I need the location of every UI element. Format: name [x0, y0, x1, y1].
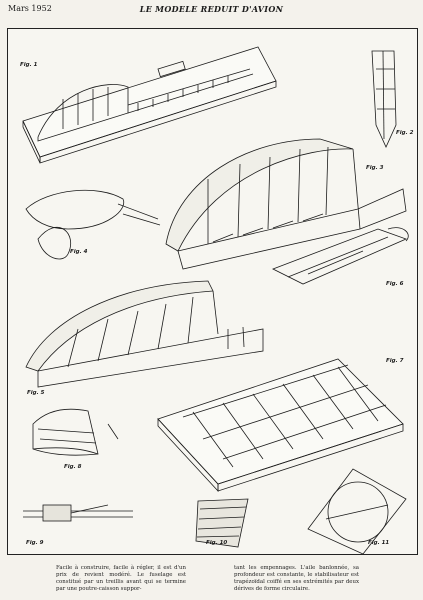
fig3-drawing [165, 138, 407, 270]
page-header: Mars 1952 LE MODELE REDUIT D'AVION [6, 4, 417, 18]
fig5-drawing [25, 280, 264, 388]
fig9-drawing [23, 504, 133, 522]
issue-date: Mars 1952 [8, 4, 52, 13]
fig5-label: Fig. 5 [27, 390, 45, 396]
fig6-drawing [272, 227, 409, 285]
fig11-label: Fig. 11 [368, 540, 390, 546]
fig11-drawing [307, 468, 407, 554]
fig4-label: Fig. 4 [70, 249, 88, 255]
fig7-label: Fig. 7 [386, 358, 404, 364]
fig8-label: Fig. 8 [64, 464, 82, 470]
fig9-label: Fig. 9 [26, 540, 44, 546]
fig10-label: Fig. 10 [206, 540, 228, 546]
fig8-drawing [32, 408, 119, 456]
fig4-drawing [25, 189, 161, 260]
caption-right-column: tant les empennages. L'aile banlonnée, s… [234, 565, 359, 593]
fig7-drawing [157, 358, 404, 493]
fig10-drawing [195, 498, 249, 548]
fig1-drawing [22, 46, 277, 164]
fig2-label: Fig. 2 [396, 130, 414, 136]
fig2-drawing [371, 50, 397, 148]
fig1-label: Fig. 1 [20, 62, 38, 68]
fig6-label: Fig. 6 [386, 281, 404, 287]
fig3-label: Fig. 3 [366, 165, 384, 171]
construction-drawings [22, 46, 409, 554]
magazine-title: LE MODELE REDUIT D'AVION [139, 4, 284, 14]
caption-left-column: Facile à construire, facile à régler, il… [56, 565, 186, 593]
illustration-plate: Fig. 1 Fig. 2 Fig. 3 Fig. 4 Fig. 6 Fig. … [7, 28, 418, 555]
